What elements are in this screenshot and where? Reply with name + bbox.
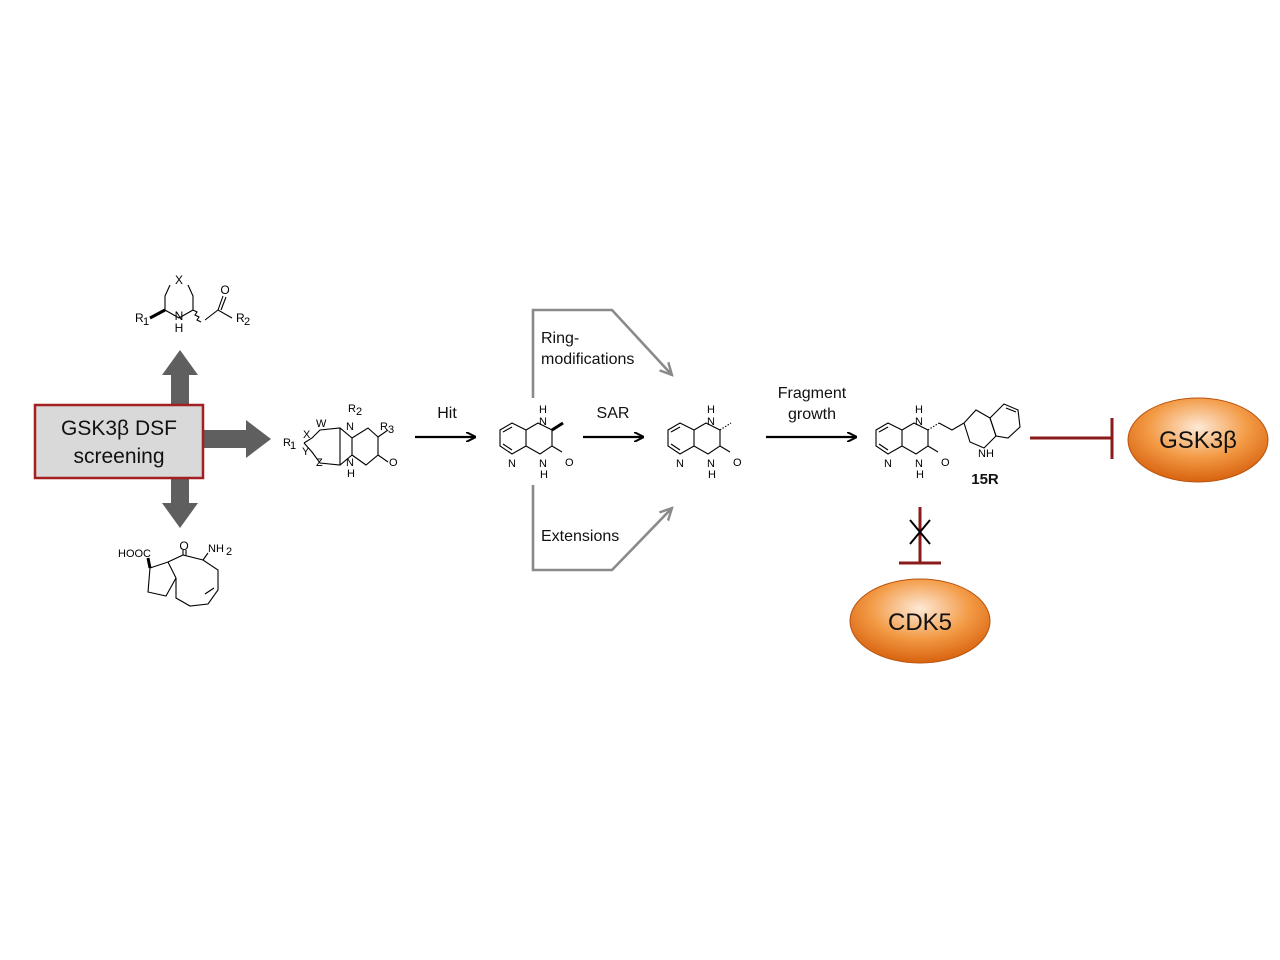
atom-O-top: O	[220, 283, 229, 297]
fragment-label-1: Fragment	[778, 385, 847, 402]
atom-NH-15R-indoline: NH	[978, 448, 994, 460]
extensions-label: Extensions	[541, 528, 619, 545]
down-arrow-shaft	[171, 478, 189, 504]
atom-X-generic: X	[303, 429, 311, 441]
structure-15R: H N N N H O NH 15R	[875, 403, 1021, 488]
atom-R1-generic: R	[283, 437, 291, 449]
gsk3b-label: GSK3β	[1159, 427, 1237, 454]
ring-modification-path	[531, 308, 672, 398]
atom-O-hit: O	[565, 457, 574, 469]
atom-O-generic: O	[389, 457, 398, 469]
atom-R1-top: R	[135, 311, 144, 325]
atom-N-hit-bottom: N	[539, 458, 547, 470]
structure-hit: H N N N H O	[499, 404, 574, 481]
atom-R3-generic: R	[380, 421, 388, 433]
atom-N-15R-top: N	[915, 416, 923, 428]
atom-R2-generic: R	[348, 403, 356, 415]
hit-label: Hit	[437, 405, 457, 422]
atom-N-hit-ring: N	[508, 458, 516, 470]
atom-O-bottom: O	[179, 539, 188, 553]
grey-block-arrows	[162, 350, 271, 528]
atom-R2-top-sub: 2	[244, 316, 250, 328]
ring-mod-label-2: modifications	[541, 351, 634, 368]
atom-X-top: X	[175, 273, 183, 287]
screening-line1: GSK3β DSF	[61, 417, 177, 440]
atom-W-generic: W	[316, 418, 327, 430]
atom-NH-hit-top: H	[539, 404, 547, 416]
atom-R1-generic-sub: 1	[290, 440, 296, 452]
atom-R1-top-sub: 1	[143, 316, 149, 328]
screening-line2: screening	[73, 445, 164, 468]
cdk5-label: CDK5	[888, 609, 952, 636]
structure-optimized: H N N N H O	[667, 404, 742, 481]
atom-N-15R-ring: N	[884, 458, 892, 470]
atom-N-opt-ring: N	[676, 458, 684, 470]
atom-R2-generic-sub: 2	[356, 406, 362, 418]
gsk3b-inhibition-line	[1030, 418, 1114, 459]
atom-H-hit-bottom: H	[540, 469, 548, 481]
fragment-label-2: growth	[788, 406, 836, 423]
atom-H-15R-top: H	[915, 404, 923, 416]
atom-H-opt-bottom: H	[708, 469, 716, 481]
atom-H-generic: H	[347, 468, 355, 480]
cdk5-inhibition-line	[899, 507, 941, 565]
down-arrow	[162, 503, 198, 528]
structure-piperidine: X N H O R 1 R 2	[135, 273, 250, 335]
atom-Z-generic: Z	[316, 457, 323, 469]
atom-R2-top: R	[236, 311, 245, 325]
atom-N-generic-top: N	[346, 421, 354, 433]
atom-NH2-sub: 2	[226, 546, 232, 558]
compound-label-15R: 15R	[971, 471, 999, 488]
ring-mod-label-1: Ring-	[541, 330, 579, 347]
atom-N-generic-bottom: N	[346, 457, 354, 469]
atom-N-15R-bottom: N	[915, 458, 923, 470]
atom-N-top: N	[175, 309, 184, 323]
atom-NH2: NH	[208, 543, 224, 555]
atom-H-15R-bottom: H	[916, 469, 924, 481]
screening-box: GSK3β DSF screening	[33, 403, 205, 480]
right-arrow	[246, 420, 271, 458]
atom-HOOC: HOOC	[118, 548, 151, 560]
atom-O-opt: O	[733, 457, 742, 469]
atom-H-opt-top: H	[707, 404, 715, 416]
right-arrow-shaft	[204, 430, 250, 448]
sar-label: SAR	[597, 405, 630, 422]
atom-N-opt-bottom: N	[707, 458, 715, 470]
structure-generic-scaffold: R 1 X Y W Z N R 2 R 3 N H O	[283, 403, 398, 480]
atom-Y-generic: Y	[302, 446, 310, 458]
structure-bicyclic: HOOC O NH 2	[118, 539, 232, 607]
gsk3b-target	[1127, 397, 1269, 483]
atom-R3-generic-sub: 3	[388, 424, 394, 436]
atom-H-top: H	[175, 321, 184, 335]
cdk5-target	[849, 578, 991, 664]
up-arrow	[162, 350, 198, 375]
extensions-path	[531, 485, 672, 572]
atom-O-15R: O	[941, 457, 950, 469]
atom-N-opt-top: N	[707, 416, 715, 428]
atom-N-hit-top: N	[539, 416, 547, 428]
cross-icon	[909, 519, 931, 545]
up-arrow-shaft	[171, 374, 189, 404]
